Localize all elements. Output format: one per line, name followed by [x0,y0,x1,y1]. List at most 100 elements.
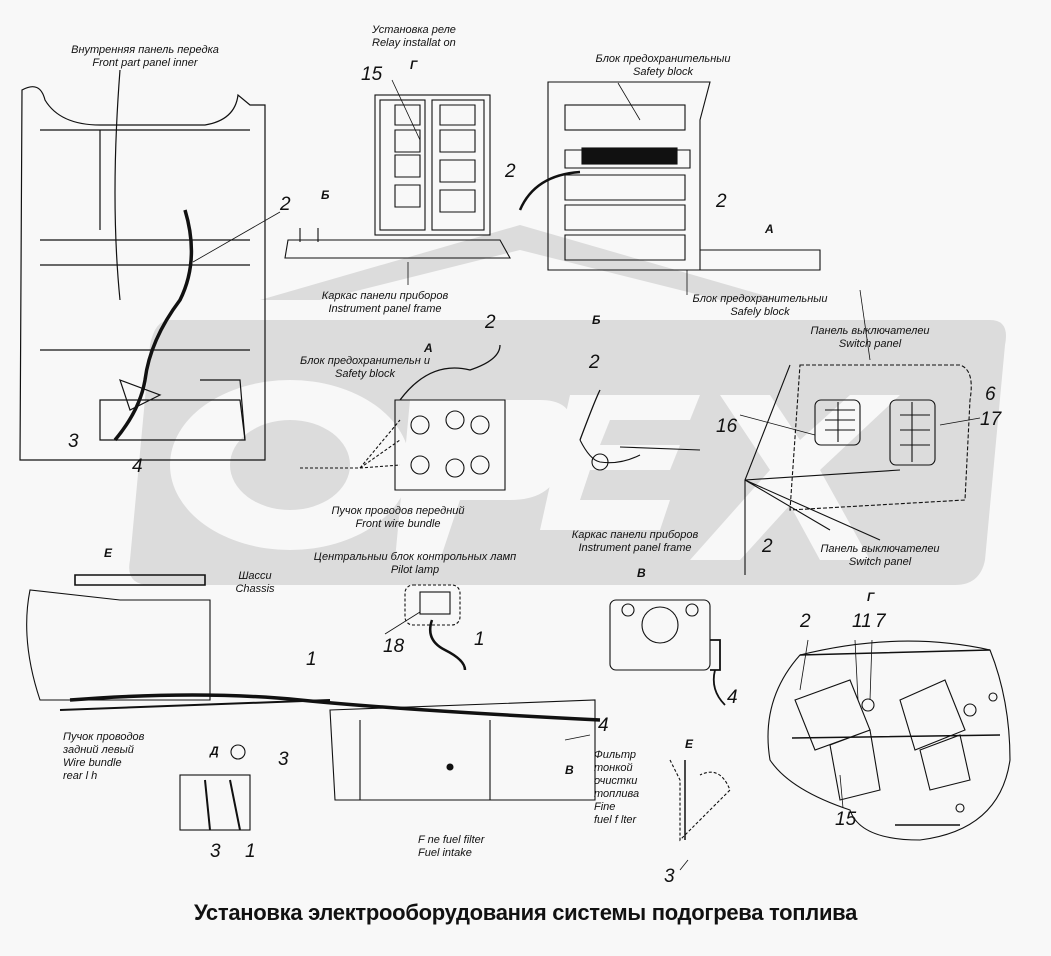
front-panel-drawing [19,69,266,461]
callout-number: 4 [727,687,738,708]
label-panel-frame-mid-en: Instrument panel frame [578,542,692,554]
view-mark-v-low: В [565,763,574,777]
label-fine-filter-ru1: Фильтр [594,749,637,761]
view-mark-b-mid: Б [592,313,601,327]
label-panel-frame-mid: Каркас панели приборов Instrument panel … [555,529,715,555]
view-mark-d-left: Д [210,744,219,758]
label-switch-top-en: Switch panel [838,338,902,350]
label-switch-bottom-ru: Панель выключателеи [820,543,940,555]
callout-number: 6 [985,384,996,405]
callout-number: 3 [664,866,675,887]
watermark-letter-o-inner [230,420,350,510]
view-mark-v-mid: В [637,566,646,580]
label-safety-top-ru: Блок предохранительныи [595,53,731,65]
label-fuel-intake: F ne fuel filter Fuel intake [418,834,484,860]
chassis-drawing [26,574,601,831]
label-switch-top: Панель выключателеи Switch panel [800,325,940,351]
label-rear-bundle-ru1: Пучок проводов [63,731,145,743]
callout-number: 2 [485,312,496,333]
callout-number: 15 [835,809,857,830]
label-switch-top-ru: Панель выключателеи [810,325,930,337]
callout-number: 15 [361,64,383,85]
callout-number: 3 [210,841,221,862]
label-chassis-en: Chassis [235,583,275,595]
label-relay-ru: Установка реле [372,24,456,36]
callout-number: 2 [589,352,600,373]
watermark-letter-x [690,395,900,560]
safety-block-a-drawing [300,344,506,491]
label-pilot-lamp-ru: Центральныи блок контрольных ламп [313,551,517,563]
watermark [129,225,1006,585]
page-title: Установка электрооборудования системы по… [193,900,858,925]
label-front-panel: Внутренняя панель передка Front part pan… [60,44,230,70]
view-mark-e-low: Е [685,737,694,751]
instrument-frame-b-drawing [579,389,701,471]
view-mark-g-right: Г [867,590,875,604]
callout-number: 3 [278,749,289,770]
label-chassis-ru: Шасси [238,570,272,582]
label-safety-mid-en: Safely block [730,306,790,318]
label-chassis: Шасси Chassis [225,570,285,596]
label-panel-frame-top-ru: Каркас панели приборов [321,290,449,302]
safety-block-drawing [518,81,821,271]
callout-number: 17 [980,409,1002,430]
switch-panel-drawing [744,364,972,575]
watermark-letter-p [395,400,572,560]
callout-number: 1 [245,841,256,862]
label-safety-a: Блок предохранительн и Safety block [290,355,440,381]
callout-number: 7 [875,611,886,632]
callout-number: 1 [474,629,485,650]
label-front-bundle-en: Front wire bundle [355,518,441,530]
callout-number: 4 [598,715,609,736]
label-pilot-lamp: Центральныи блок контрольных ламп Pilot … [300,551,530,577]
callout-number: 1 [306,649,317,670]
label-safety-top-en: Safety block [633,66,693,78]
label-safety-mid-ru: Блок предохранительныи [692,293,828,305]
label-safety-mid: Блок предохранительныи Safely block [675,293,845,319]
label-relay-en: Relay installat on [372,37,456,49]
callout-number: 2 [280,194,291,215]
label-panel-frame-top: Каркас панели приборов Instrument panel … [310,290,460,316]
label-rear-bundle-ru2: задний левый [63,744,134,756]
label-fine-filter-en1: Fine [594,801,616,813]
callout-number: 2 [800,611,811,632]
label-rear-bundle-en2: rear l h [63,770,98,782]
watermark-letter-e [540,395,700,530]
callout-number: 3 [68,431,79,452]
label-pilot-lamp-en: Pilot lamp [390,564,440,576]
callout-number: 4 [132,456,143,477]
label-fine-filter-ru2: тонкой [594,762,633,774]
label-fuel-intake-en2: Fuel intake [418,847,472,859]
label-fine-filter: Фильтр тонкой очистки топлива Fine fuel … [594,749,639,827]
label-rear-bundle: Пучок проводов задний левый Wire bundle … [63,731,144,783]
view-mark-e-left: Е [104,546,113,560]
label-switch-bottom: Панель выключателеи Switch panel [800,543,960,569]
relay-drawing [284,94,511,259]
label-safety-a-ru: Блок предохранительн и [300,355,430,367]
callout-number: 11 [852,611,872,632]
label-fine-filter-ru3: очистки [594,775,638,787]
label-fine-filter-ru4: топлива [594,788,640,800]
label-front-bundle-ru: Пучок проводов передний [331,505,465,517]
label-panel-frame-mid-ru: Каркас панели приборов [571,529,699,541]
pilot-lamp-drawing [404,584,467,671]
label-relay: Установка реле Relay installat on [372,24,456,50]
callout-number: 2 [505,161,516,182]
label-front-panel-ru: Внутренняя панель передка [71,44,219,56]
label-fine-filter-en2: fuel f lter [594,814,637,826]
watermark-roof [260,225,780,300]
label-fuel-intake-en1: F ne fuel filter [418,834,485,846]
view-mark-b-top: Б [321,188,330,202]
label-safety-top: Блок предохранительныи Safety block [583,53,743,79]
label-rear-bundle-en1: Wire bundle [63,757,122,769]
view-mark-a-top: А [765,222,774,236]
callout-number: 2 [762,536,773,557]
label-panel-frame-top-en: Instrument panel frame [328,303,442,315]
callout-number: 18 [383,636,405,657]
label-front-bundle: Пучок проводов передний Front wire bundl… [318,505,478,531]
label-switch-bottom-en: Switch panel [848,556,912,568]
view-mark-a-mid: А [424,341,433,355]
leader-lines [192,79,981,871]
label-safety-a-en: Safety block [335,368,395,380]
callout-number: 16 [716,416,738,437]
